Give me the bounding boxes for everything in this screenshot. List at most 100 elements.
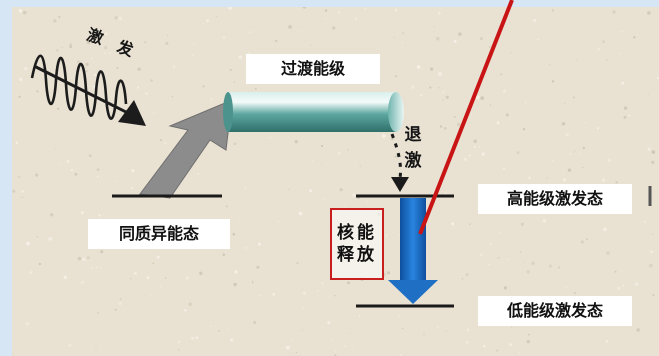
texture-speck xyxy=(548,264,552,268)
texture-speck xyxy=(601,40,605,44)
texture-speck xyxy=(597,127,600,130)
texture-speck xyxy=(229,68,232,71)
texture-speck xyxy=(202,85,205,88)
texture-speck xyxy=(230,338,234,342)
texture-speck xyxy=(366,201,368,203)
texture-speck xyxy=(394,155,397,158)
nuclear-release-arrow-shaft xyxy=(400,198,426,282)
texture-speck xyxy=(519,251,522,253)
texture-speck xyxy=(298,211,303,216)
texture-speck xyxy=(233,282,237,287)
texture-speck xyxy=(251,281,254,284)
texture-speck xyxy=(580,256,583,258)
texture-speck xyxy=(647,11,651,15)
texture-speck xyxy=(620,30,623,33)
texture-speck xyxy=(216,15,218,17)
texture-speck xyxy=(206,19,210,23)
texture-speck xyxy=(528,176,531,180)
texture-speck xyxy=(144,92,148,96)
texture-speck xyxy=(108,52,111,54)
texture-speck xyxy=(36,90,39,93)
texture-speck xyxy=(634,282,639,287)
texture-speck xyxy=(649,263,653,268)
texture-speck xyxy=(76,60,81,64)
texture-speck xyxy=(153,111,155,113)
texture-speck xyxy=(483,345,486,348)
texture-speck xyxy=(69,45,73,49)
texture-speck xyxy=(562,178,567,182)
nuclear-energy-text: 核能 xyxy=(337,223,377,243)
texture-speck xyxy=(606,251,610,255)
texture-speck xyxy=(324,17,327,20)
texture-speck xyxy=(191,54,194,57)
texture-speck xyxy=(479,253,483,257)
texture-speck xyxy=(159,139,163,142)
texture-speck xyxy=(506,258,509,260)
texture-speck xyxy=(254,87,257,90)
texture-speck xyxy=(438,87,440,89)
texture-speck xyxy=(442,99,444,101)
texture-speck xyxy=(331,26,336,30)
texture-speck xyxy=(393,37,395,39)
texture-speck xyxy=(232,232,236,236)
texture-speck xyxy=(352,345,355,347)
texture-speck xyxy=(53,19,57,23)
texture-speck xyxy=(185,276,189,280)
texture-speck xyxy=(531,261,535,265)
texture-speck xyxy=(178,340,181,344)
texture-speck xyxy=(436,326,439,328)
texture-speck xyxy=(647,93,649,95)
texture-speck xyxy=(22,10,27,15)
texture-speck xyxy=(234,270,238,274)
texture-speck xyxy=(288,25,292,29)
texture-speck xyxy=(233,81,236,83)
texture-speck xyxy=(35,173,39,177)
texture-speck xyxy=(12,353,14,355)
texture-speck xyxy=(605,339,609,343)
texture-speck xyxy=(114,15,118,20)
texture-speck xyxy=(489,242,492,245)
texture-speck xyxy=(337,11,341,14)
low-excited-state-label: 低能级激发态 xyxy=(478,296,632,326)
texture-speck xyxy=(195,336,199,340)
tube-end-cap xyxy=(388,92,404,132)
texture-speck xyxy=(586,238,588,241)
texture-speck xyxy=(61,47,63,49)
texture-speck xyxy=(596,284,598,286)
texture-speck xyxy=(429,86,432,89)
texture-speck xyxy=(116,67,119,69)
texture-speck xyxy=(244,187,247,190)
deexcitation-dashed-path xyxy=(390,133,402,179)
texture-speck xyxy=(331,339,333,342)
texture-speck xyxy=(248,51,251,54)
texture-speck xyxy=(385,234,388,237)
top-frame xyxy=(0,0,659,7)
texture-speck xyxy=(146,276,150,280)
texture-speck xyxy=(88,154,92,158)
texture-speck xyxy=(597,47,600,51)
texture-speck xyxy=(364,7,367,10)
texture-speck xyxy=(56,49,59,52)
texture-speck xyxy=(95,345,97,347)
texture-speck xyxy=(82,257,86,261)
texture-speck xyxy=(85,62,89,66)
texture-speck xyxy=(603,227,607,232)
texture-speck xyxy=(466,328,470,331)
texture-speck xyxy=(136,86,140,89)
texture-speck xyxy=(133,271,137,275)
texture-speck xyxy=(296,262,299,264)
texture-speck xyxy=(199,271,203,276)
texture-speck xyxy=(444,127,447,130)
texture-speck xyxy=(456,122,461,127)
texture-speck xyxy=(343,205,346,208)
texture-speck xyxy=(36,236,38,238)
texture-speck xyxy=(499,231,501,234)
texture-speck xyxy=(546,177,548,179)
texture-speck xyxy=(274,39,278,43)
texture-speck xyxy=(309,189,313,193)
texture-speck xyxy=(503,286,508,290)
excitation-wave xyxy=(30,54,128,120)
texture-speck xyxy=(74,172,78,176)
texture-speck xyxy=(172,65,176,68)
